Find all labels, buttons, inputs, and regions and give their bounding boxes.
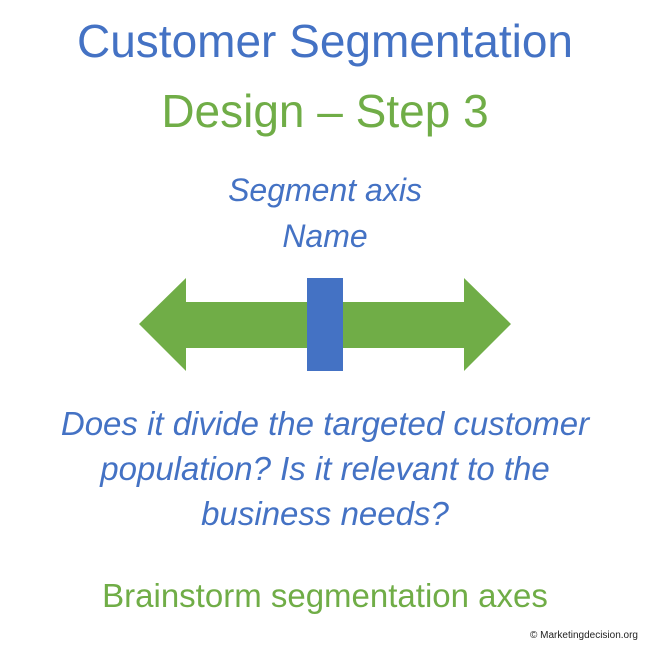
segment-axis-name: Name — [282, 218, 368, 254]
action-text: Brainstorm segmentation axes — [102, 577, 548, 614]
question-line-1: Does it divide the targeted customer — [60, 405, 590, 442]
axis-divider-marker — [307, 278, 343, 371]
copyright-footer: © Marketingdecision.org — [530, 630, 638, 641]
page-title: Customer Segmentation — [76, 15, 574, 67]
page-subtitle: Design – Step 3 — [161, 85, 489, 137]
question-line-3: business needs? — [201, 495, 449, 532]
question-line-2: population? Is it relevant to the — [100, 450, 550, 487]
segment-axis-label: Segment axis — [228, 172, 422, 208]
